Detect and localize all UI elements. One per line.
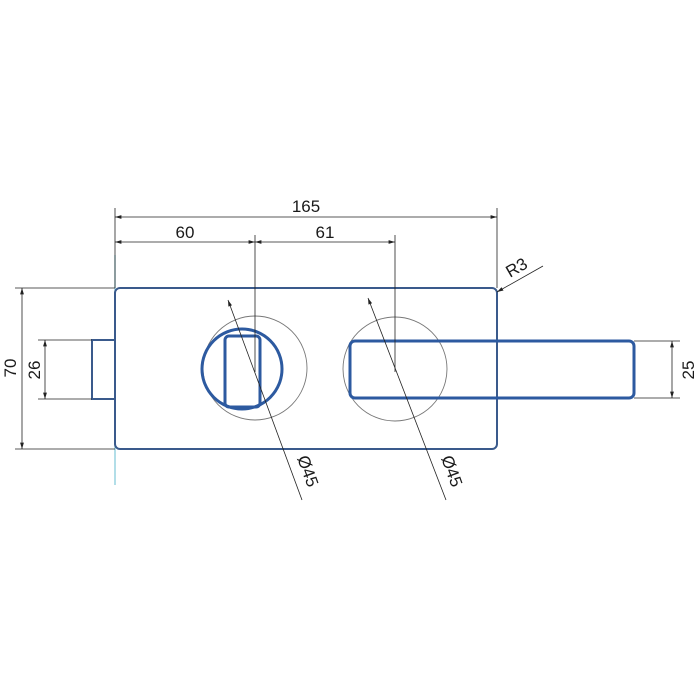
left-diameter-line (227, 299, 303, 501)
dim-label-70: 70 (1, 359, 20, 378)
lock-stub (91, 339, 116, 400)
lock-body (114, 287, 498, 450)
dim-label-right-diameter: Ø45 (437, 453, 466, 490)
right-diameter-line (367, 297, 447, 501)
dim-label-60: 60 (176, 223, 195, 242)
thumb-turn-grip (223, 334, 262, 409)
dim-label-26: 26 (25, 361, 44, 380)
radius-leader (496, 265, 544, 293)
thumb-turn-circle (200, 327, 284, 411)
dim-label-left-diameter: Ø45 (293, 453, 322, 490)
dim-label-165: 165 (292, 197, 320, 216)
dim-label-61: 61 (316, 223, 335, 242)
lever-handle (348, 339, 636, 400)
dim-label-25: 25 (679, 361, 698, 380)
dim-label-r3: R3 (503, 254, 531, 281)
